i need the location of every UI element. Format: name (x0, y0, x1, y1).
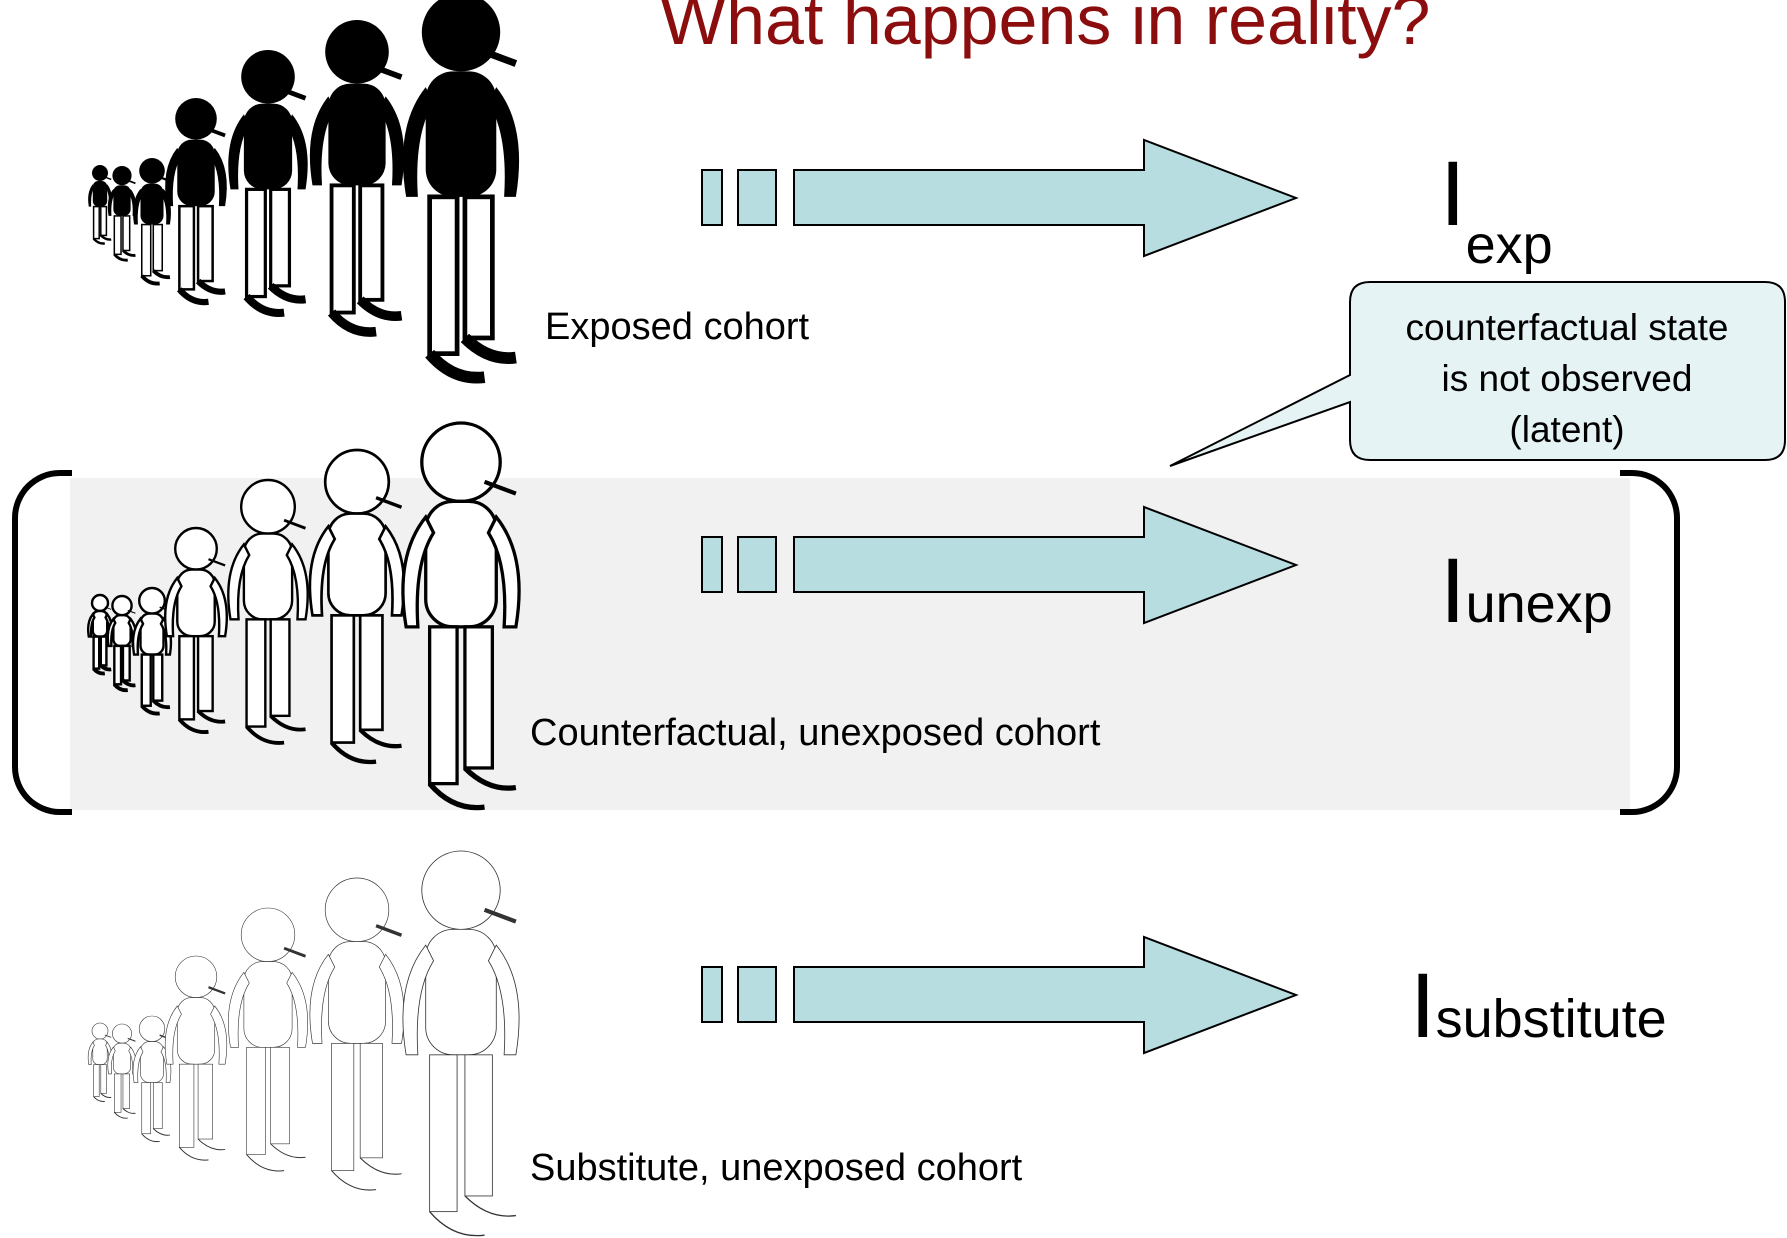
counterfactual-cohort-people-icon (86, 421, 521, 811)
exposed-cohort-people-icon (88, 0, 520, 384)
person-figure-icon (163, 526, 229, 735)
outcome-exposed: Iexp (1440, 148, 1553, 272)
person-figure-icon (86, 593, 114, 676)
outcome-unexposed-main: I (1440, 540, 1466, 642)
person-figure-icon (132, 1015, 172, 1143)
counterfactual-cohort-label: Counterfactual, unexposed cohort (530, 712, 1101, 754)
person-figure-icon (401, 421, 521, 811)
slide-title: What happens in reality? (660, 0, 1431, 59)
outcome-unexposed: Iunexp (1440, 545, 1613, 637)
callout-text: counterfactual state is not observed (la… (1342, 302, 1787, 455)
substitute-arrow-icon (701, 935, 1299, 1055)
person-figure-icon (88, 165, 112, 245)
person-figure-icon (107, 1023, 137, 1119)
person-figure-icon (228, 50, 308, 317)
outcome-unexposed-sub: unexp (1465, 574, 1613, 634)
person-figure-icon (309, 20, 405, 337)
person-figure-icon (228, 907, 308, 1172)
person-figure-icon (309, 877, 405, 1191)
person-figure-icon (402, 0, 520, 384)
outcome-exposed-sub: exp (1465, 215, 1553, 275)
left-bracket (12, 470, 72, 815)
person-figure-icon (308, 448, 406, 765)
person-figure-icon (133, 158, 171, 286)
outcome-substitute-sub: substitute (1435, 989, 1667, 1049)
outcome-substitute: Isubstitute (1410, 960, 1667, 1052)
substitute-cohort-people-icon (87, 850, 520, 1237)
callout-line-2: is not observed (1441, 358, 1693, 400)
exposed-arrow-icon (701, 138, 1299, 258)
unexposed-arrow-icon (701, 505, 1299, 625)
person-figure-icon (165, 98, 227, 306)
callout-bubble (1169, 281, 1786, 467)
person-figure-icon (227, 478, 309, 745)
exposed-cohort-label: Exposed cohort (545, 306, 810, 348)
substitute-cohort-label: Substitute, unexposed cohort (530, 1147, 1023, 1189)
person-figure-icon (402, 850, 520, 1237)
right-bracket (1620, 470, 1680, 815)
callout-line-1: counterfactual state (1405, 307, 1729, 348)
outcome-exposed-main: I (1440, 143, 1466, 245)
person-figure-icon (106, 594, 138, 693)
person-figure-icon (107, 166, 137, 262)
person-figure-icon (164, 955, 228, 1161)
person-figure-icon (131, 586, 173, 716)
person-figure-icon (87, 1022, 113, 1102)
outcome-substitute-main: I (1410, 955, 1436, 1057)
callout-line-3: (latent) (1509, 409, 1625, 451)
